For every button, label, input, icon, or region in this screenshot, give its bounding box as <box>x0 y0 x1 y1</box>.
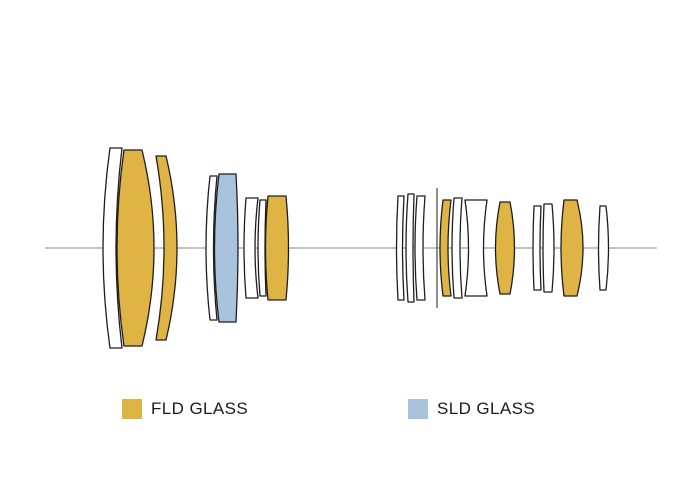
lens-element-g2-fld-meniscus <box>439 199 452 297</box>
lens-element-g1-front-meniscus <box>102 147 123 349</box>
lens-element-g2-element-3 <box>414 195 426 301</box>
lens-element-g1-fld-rear <box>264 195 290 301</box>
lens-element-g2-element-4 <box>451 197 463 299</box>
lens-element-g2-rear-meniscus <box>597 205 610 291</box>
lens-element-g2-fld-biconvex-1 <box>494 201 516 295</box>
lens-element-g1-rear-element-2 <box>257 199 267 297</box>
lens-element-g2-biconcave <box>464 199 488 297</box>
lens-element-g1-fld-meniscus <box>155 155 178 341</box>
lens-element-g1-thin-meniscus <box>205 175 218 321</box>
lens-element-g1-sld-meniscus <box>213 173 239 323</box>
lens-element-g1-fld-biconvex <box>116 149 155 347</box>
lens-element-g2-fld-biconvex-2 <box>560 199 584 297</box>
lens-element-g1-rear-element-1 <box>243 197 259 299</box>
lens-element-g2-element-2 <box>405 193 415 303</box>
lens-element-g2-element-5 <box>532 205 542 291</box>
lens-element-g2-element-1 <box>395 195 405 301</box>
lens-element-g2-element-6 <box>542 203 555 293</box>
